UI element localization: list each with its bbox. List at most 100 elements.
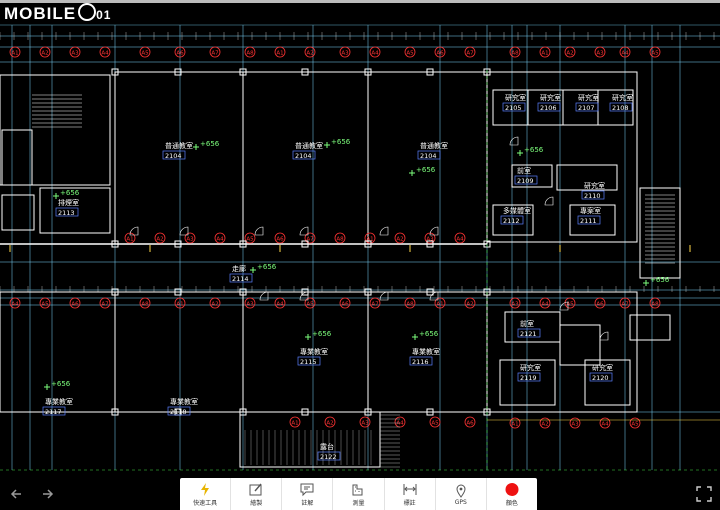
axis-marker: A6 (69, 297, 81, 309)
room-name-label: 普通教室 (165, 141, 193, 150)
axis-marker-label: A1 (511, 422, 518, 428)
axis-marker-circle (509, 297, 521, 309)
room-partition (559, 324, 601, 366)
axis-marker-circle (564, 297, 576, 309)
axis-marker: A1 (364, 232, 376, 244)
room-code-label: 2116 (412, 358, 429, 366)
door-swing (509, 136, 519, 146)
axis-marker-label: A7 (466, 51, 474, 57)
room-code-label: 2122 (320, 453, 337, 461)
tool-measure[interactable]: 測量 (333, 478, 385, 510)
room-code-box (517, 328, 541, 338)
elevation-cross (517, 150, 523, 156)
room-name-label: 專業教室 (412, 347, 440, 356)
axis-marker: A7 (464, 46, 476, 58)
axis-marker-circle (369, 297, 381, 309)
axis-marker-label: A1 (291, 421, 298, 427)
axis-marker-label: A7 (621, 302, 629, 308)
axis-marker-circle (174, 297, 186, 309)
structural-column (174, 68, 182, 76)
axis-marker-label: A8 (141, 302, 149, 308)
axis-marker-circle (39, 297, 51, 309)
room-partition (584, 359, 631, 406)
tool-gps[interactable]: GPS (436, 478, 487, 510)
axis-marker-circle (619, 297, 631, 309)
room-name-label: 露台 (320, 442, 334, 451)
redo-button[interactable] (38, 485, 56, 503)
room-partition (556, 164, 618, 191)
room-code-label: 2113 (58, 209, 75, 217)
axis-marker-label: A6 (436, 51, 444, 57)
axis-marker: A5 (244, 232, 256, 244)
room-code-box (609, 102, 633, 112)
axis-marker: A1 (9, 46, 21, 58)
axis-marker: A5 (629, 417, 641, 429)
tool-dimension[interactable]: 標註 (385, 478, 436, 510)
axis-marker: A2 (539, 417, 551, 429)
brand-suffix: 01 (96, 8, 112, 22)
tool-color[interactable]: 顏色 (487, 478, 537, 510)
room-name-label: 專業教室 (45, 397, 73, 406)
brand-name: MOBILE (4, 4, 77, 23)
axis-marker-label: A2 (466, 302, 473, 308)
room-partition (569, 204, 616, 236)
axis-marker-circle (244, 297, 256, 309)
axis-marker-circle (334, 232, 346, 244)
room-code-box (502, 102, 526, 112)
axis-marker-circle (539, 46, 551, 58)
structural-column (111, 240, 119, 248)
tool-comment[interactable]: 註解 (282, 478, 334, 510)
axis-marker: A6 (174, 46, 186, 58)
tool-draw[interactable]: 繪製 (231, 478, 283, 510)
room-name-label: 普通教室 (420, 141, 448, 150)
fullscreen-button[interactable] (696, 486, 712, 502)
axis-marker-label: A5 (141, 51, 149, 57)
axis-marker-label: A6 (341, 302, 349, 308)
axis-marker-circle (174, 46, 186, 58)
axis-marker-circle (304, 297, 316, 309)
measure-icon (352, 484, 363, 495)
elevation-cross (44, 384, 50, 390)
elevation-cross (643, 280, 649, 286)
axis-marker-circle (139, 297, 151, 309)
axis-marker-circle (594, 297, 606, 309)
structural-column (364, 288, 372, 296)
axis-marker-label: A8 (336, 237, 344, 243)
room-partition (499, 359, 556, 406)
tool-quick[interactable]: 快速工具 (180, 478, 232, 510)
structural-column (426, 408, 434, 416)
axis-marker: A4 (369, 46, 381, 58)
door-swing (259, 291, 269, 301)
room-name-label: 研究室 (540, 93, 561, 102)
structural-column (426, 240, 434, 248)
axis-marker: A1 (174, 297, 186, 309)
axis-marker: A3 (339, 46, 351, 58)
elevation-label: +656 (524, 146, 544, 154)
room-name-label: 研究室 (584, 181, 605, 190)
room-name-label: 研究室 (520, 363, 541, 372)
axis-marker: A5 (649, 46, 661, 58)
axis-marker: A1 (509, 417, 521, 429)
room-code-box (42, 406, 66, 416)
axis-marker-label: A7 (306, 237, 314, 243)
axis-marker: A4 (454, 232, 466, 244)
undo-button[interactable] (8, 485, 26, 503)
structural-column (174, 288, 182, 296)
axis-marker-circle (364, 232, 376, 244)
room-name-label: 多媒體室 (503, 206, 531, 215)
axis-marker-circle (69, 297, 81, 309)
axis-marker-circle (184, 232, 196, 244)
color-icon (505, 482, 519, 496)
room-partition (492, 204, 534, 236)
axis-marker-label: A1 (176, 302, 183, 308)
room-code-label: 2118 (170, 408, 187, 416)
room-code-box (537, 102, 561, 112)
axis-marker-circle (619, 46, 631, 58)
axis-marker-circle (404, 46, 416, 58)
axis-marker-label: A5 (431, 421, 439, 427)
elevation-label: +656 (312, 330, 332, 338)
axis-marker-circle (434, 297, 446, 309)
door-swing (429, 291, 439, 301)
axis-marker: A6 (274, 232, 286, 244)
